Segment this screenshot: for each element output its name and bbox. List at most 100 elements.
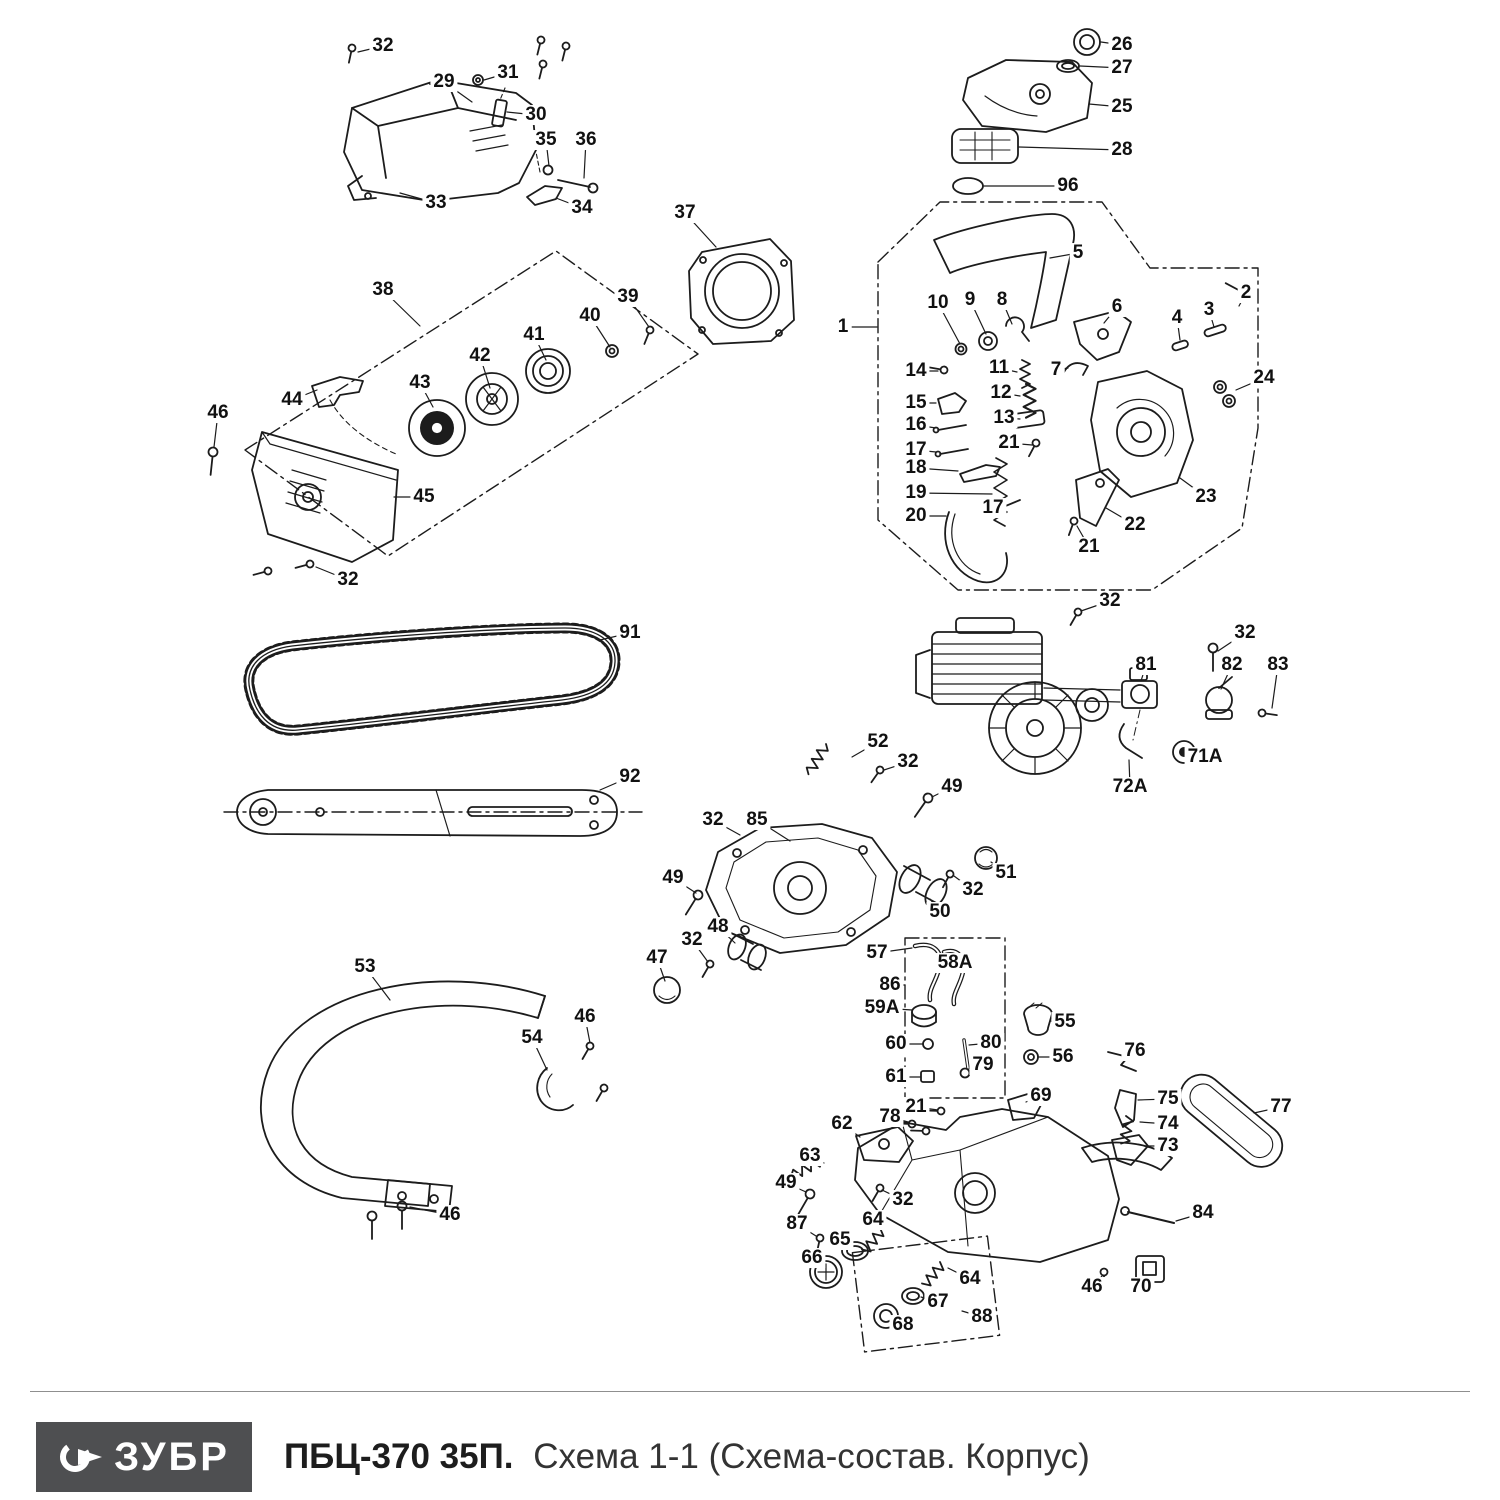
part-label-32: 32 [894, 752, 922, 772]
part-label-5: 5 [1069, 243, 1087, 263]
part-label-64: 64 [956, 1269, 984, 1289]
part-label-73: 73 [1154, 1136, 1182, 1156]
part-label-49: 49 [659, 868, 687, 888]
part-label-58A: 58A [934, 953, 976, 973]
part-label-46: 46 [1078, 1277, 1106, 1297]
part-label-69: 69 [1027, 1086, 1055, 1106]
part-label-13: 13 [990, 408, 1018, 428]
part-label-30: 30 [522, 105, 550, 125]
part-label-21: 21 [995, 433, 1023, 453]
part-label-87: 87 [783, 1214, 811, 1234]
part-label-37: 37 [671, 203, 699, 223]
part-label-57: 57 [863, 943, 891, 963]
part-label-19: 19 [902, 483, 930, 503]
part-label-32: 32 [889, 1190, 917, 1210]
part-label-11: 11 [985, 358, 1013, 378]
part-label-8: 8 [993, 290, 1011, 310]
part-label-46: 46 [436, 1205, 464, 1225]
part-label-10: 10 [924, 293, 952, 313]
part-label-81: 81 [1132, 655, 1160, 675]
part-label-77: 77 [1267, 1097, 1295, 1117]
part-label-79: 79 [969, 1055, 997, 1075]
part-label-45: 45 [410, 487, 438, 507]
part-label-27: 27 [1108, 58, 1136, 78]
part-label-96: 96 [1054, 176, 1082, 196]
part-label-82: 82 [1218, 655, 1246, 675]
engine-drawing [915, 617, 1121, 775]
brand-name: ЗУБР [114, 1434, 230, 1479]
part-label-12: 12 [987, 383, 1015, 403]
part-label-53: 53 [351, 957, 379, 977]
part-label-16: 16 [902, 415, 930, 435]
part-label-35: 35 [532, 130, 560, 150]
part-label-54: 54 [518, 1028, 546, 1048]
part-label-78: 78 [876, 1107, 904, 1127]
part-label-48: 48 [704, 917, 732, 937]
part-label-17: 17 [902, 440, 930, 460]
part-label-17: 17 [979, 498, 1007, 518]
part-label-50: 50 [926, 902, 954, 922]
part-label-68: 68 [889, 1315, 917, 1335]
part-label-80: 80 [977, 1033, 1005, 1053]
part-label-49: 49 [938, 777, 966, 797]
part-label-40: 40 [576, 306, 604, 326]
part-label-59A: 59A [861, 998, 903, 1018]
footer: ЗУБР ПБЦ-370 35П. Схема 1-1 (Схема-соста… [36, 1422, 1090, 1492]
part-label-32: 32 [699, 810, 727, 830]
part-label-32: 32 [369, 36, 397, 56]
part-label-39: 39 [614, 287, 642, 307]
part-label-46: 46 [204, 403, 232, 423]
part-label-85: 85 [743, 810, 771, 830]
part-label-42: 42 [466, 346, 494, 366]
part-label-71A: 71A [1184, 747, 1226, 767]
part-label-55: 55 [1051, 1012, 1079, 1032]
part-label-34: 34 [568, 198, 596, 218]
part-label-6: 6 [1108, 297, 1126, 317]
part-label-36: 36 [572, 130, 600, 150]
part-label-7: 7 [1047, 360, 1065, 380]
part-label-76: 76 [1121, 1041, 1149, 1061]
part-label-15: 15 [902, 393, 930, 413]
part-label-41: 41 [520, 325, 548, 345]
part-label-32: 32 [959, 880, 987, 900]
part-label-64: 64 [859, 1210, 887, 1230]
part-label-9: 9 [961, 290, 979, 310]
part-label-72A: 72A [1109, 777, 1151, 797]
part-label-86: 86 [876, 975, 904, 995]
part-label-44: 44 [278, 390, 306, 410]
top-cover-assembly-drawing [343, 34, 599, 206]
part-label-66: 66 [798, 1248, 826, 1268]
part-label-52: 52 [864, 732, 892, 752]
part-label-43: 43 [406, 373, 434, 393]
part-label-47: 47 [643, 948, 671, 968]
part-label-51: 51 [992, 863, 1020, 883]
part-label-32: 32 [1096, 591, 1124, 611]
part-label-22: 22 [1121, 515, 1149, 535]
zubr-logo: ЗУБР [36, 1422, 252, 1492]
part-label-23: 23 [1192, 487, 1220, 507]
part-label-29: 29 [430, 72, 458, 92]
part-label-61: 61 [882, 1067, 910, 1087]
part-label-62: 62 [828, 1114, 856, 1134]
part-label-60: 60 [882, 1034, 910, 1054]
part-label-49: 49 [772, 1173, 800, 1193]
leader-line-28 [1018, 146, 1123, 151]
schema-title: ПБЦ-370 35П. Схема 1-1 (Схема-состав. Ко… [284, 1437, 1090, 1477]
part-label-75: 75 [1154, 1089, 1182, 1109]
model-name: ПБЦ-370 35П. [284, 1437, 514, 1476]
guide-bar-drawing [223, 789, 643, 837]
part-label-33: 33 [422, 193, 450, 213]
part-label-67: 67 [924, 1292, 952, 1312]
part-label-74: 74 [1154, 1114, 1182, 1134]
part-label-14: 14 [902, 361, 930, 381]
part-label-91: 91 [616, 623, 644, 643]
part-label-83: 83 [1264, 655, 1292, 675]
part-label-32: 32 [678, 930, 706, 950]
part-label-92: 92 [616, 767, 644, 787]
part-label-46: 46 [571, 1007, 599, 1027]
part-label-21: 21 [902, 1097, 930, 1117]
part-label-70: 70 [1127, 1277, 1155, 1297]
part-label-28: 28 [1108, 140, 1136, 160]
